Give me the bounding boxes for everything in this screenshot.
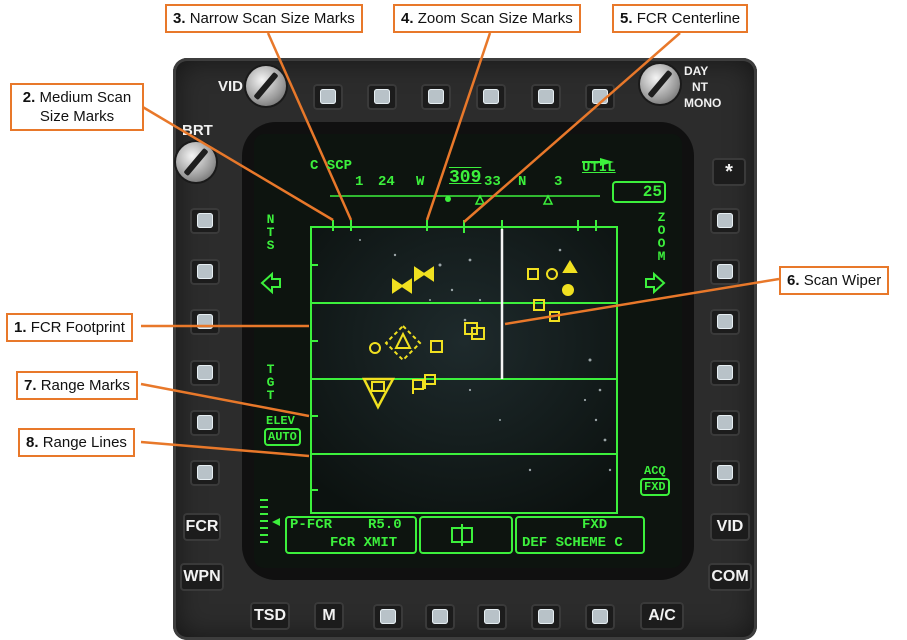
right-button-3[interactable] <box>710 309 740 335</box>
top-button-6[interactable] <box>585 84 615 110</box>
fcr-button[interactable]: FCR <box>183 513 221 541</box>
brightness-knob[interactable] <box>176 142 216 182</box>
elev-label: ELEV <box>266 414 295 428</box>
bottom-button-6[interactable] <box>531 604 561 630</box>
bottom-button-4[interactable] <box>425 604 455 630</box>
asterisk-button[interactable]: * <box>712 158 746 186</box>
left-button-1[interactable] <box>190 208 220 234</box>
vid-button[interactable]: VID <box>710 513 750 541</box>
tgt-label: TGT <box>263 362 278 401</box>
bottom-button-3[interactable] <box>373 604 403 630</box>
left-button-3[interactable] <box>190 309 220 335</box>
top-button-1[interactable] <box>313 84 343 110</box>
video-knob-label: VID <box>218 78 244 95</box>
heading-w: W <box>416 174 425 190</box>
top-button-3[interactable] <box>421 84 451 110</box>
tsd-button[interactable]: TSD <box>250 602 290 630</box>
right-button-5[interactable] <box>710 410 740 436</box>
heading-24: 24 <box>378 174 395 190</box>
day-night-knob[interactable] <box>640 64 680 104</box>
right-button-4[interactable] <box>710 360 740 386</box>
mode-label-day: DAY <box>684 64 709 78</box>
right-button-1[interactable] <box>710 208 740 234</box>
left-button-6[interactable] <box>190 460 220 486</box>
right-button-2[interactable] <box>710 259 740 285</box>
callout-fcr-footprint: 1. FCR Footprint <box>6 313 133 342</box>
heading-current: 309 <box>449 168 482 188</box>
zoom-value-box: 25 <box>612 181 666 203</box>
status-range: R5.0 <box>368 517 402 533</box>
top-button-5[interactable] <box>531 84 561 110</box>
right-button-6[interactable] <box>710 460 740 486</box>
left-button-2[interactable] <box>190 259 220 285</box>
util-label: UTIL <box>582 160 616 176</box>
zoom-label: ZOOM <box>654 210 669 262</box>
video-knob[interactable] <box>246 66 286 106</box>
com-button[interactable]: COM <box>708 563 752 591</box>
status-pfcr: P-FCR <box>290 517 333 533</box>
callout-zoom-scan: 4. Zoom Scan Size Marks <box>393 4 581 33</box>
status-fcr-xmit: FCR XMIT <box>330 535 398 551</box>
brightness-knob-label: BRT <box>182 122 213 139</box>
c-scp-label: C SCP <box>310 158 353 174</box>
callout-range-lines: 8. Range Lines <box>18 428 135 457</box>
callout-range-marks: 7. Range Marks <box>16 371 138 400</box>
nts-label: NTS <box>263 212 278 251</box>
auto-label: AUTO <box>264 428 301 446</box>
m-button[interactable]: M <box>314 602 344 630</box>
mode-label-mono: MONO <box>684 96 722 110</box>
bottom-button-5[interactable] <box>477 604 507 630</box>
mode-label-nt: NT <box>692 80 708 94</box>
callout-fcr-centerline: 5. FCR Centerline <box>612 4 749 33</box>
status-fxd: FXD <box>582 517 608 533</box>
callout-narrow-scan: 3. Narrow Scan Size Marks <box>165 4 363 33</box>
bottom-button-7[interactable] <box>585 604 615 630</box>
acq-label: ACQ <box>644 464 666 478</box>
wpn-button[interactable]: WPN <box>180 563 224 591</box>
top-button-4[interactable] <box>476 84 506 110</box>
heading-33: 33 <box>484 174 501 190</box>
heading-3: 3 <box>554 174 563 190</box>
left-button-4[interactable] <box>190 360 220 386</box>
callout-scan-wiper: 6. Scan Wiper <box>779 266 890 295</box>
left-button-5[interactable] <box>190 410 220 436</box>
fxd-label: FXD <box>640 478 670 496</box>
top-button-2[interactable] <box>367 84 397 110</box>
heading-1: 1 <box>355 174 364 190</box>
ac-button[interactable]: A/C <box>640 602 684 630</box>
heading-n: N <box>518 174 527 190</box>
status-scheme: DEF SCHEME C <box>522 535 623 551</box>
